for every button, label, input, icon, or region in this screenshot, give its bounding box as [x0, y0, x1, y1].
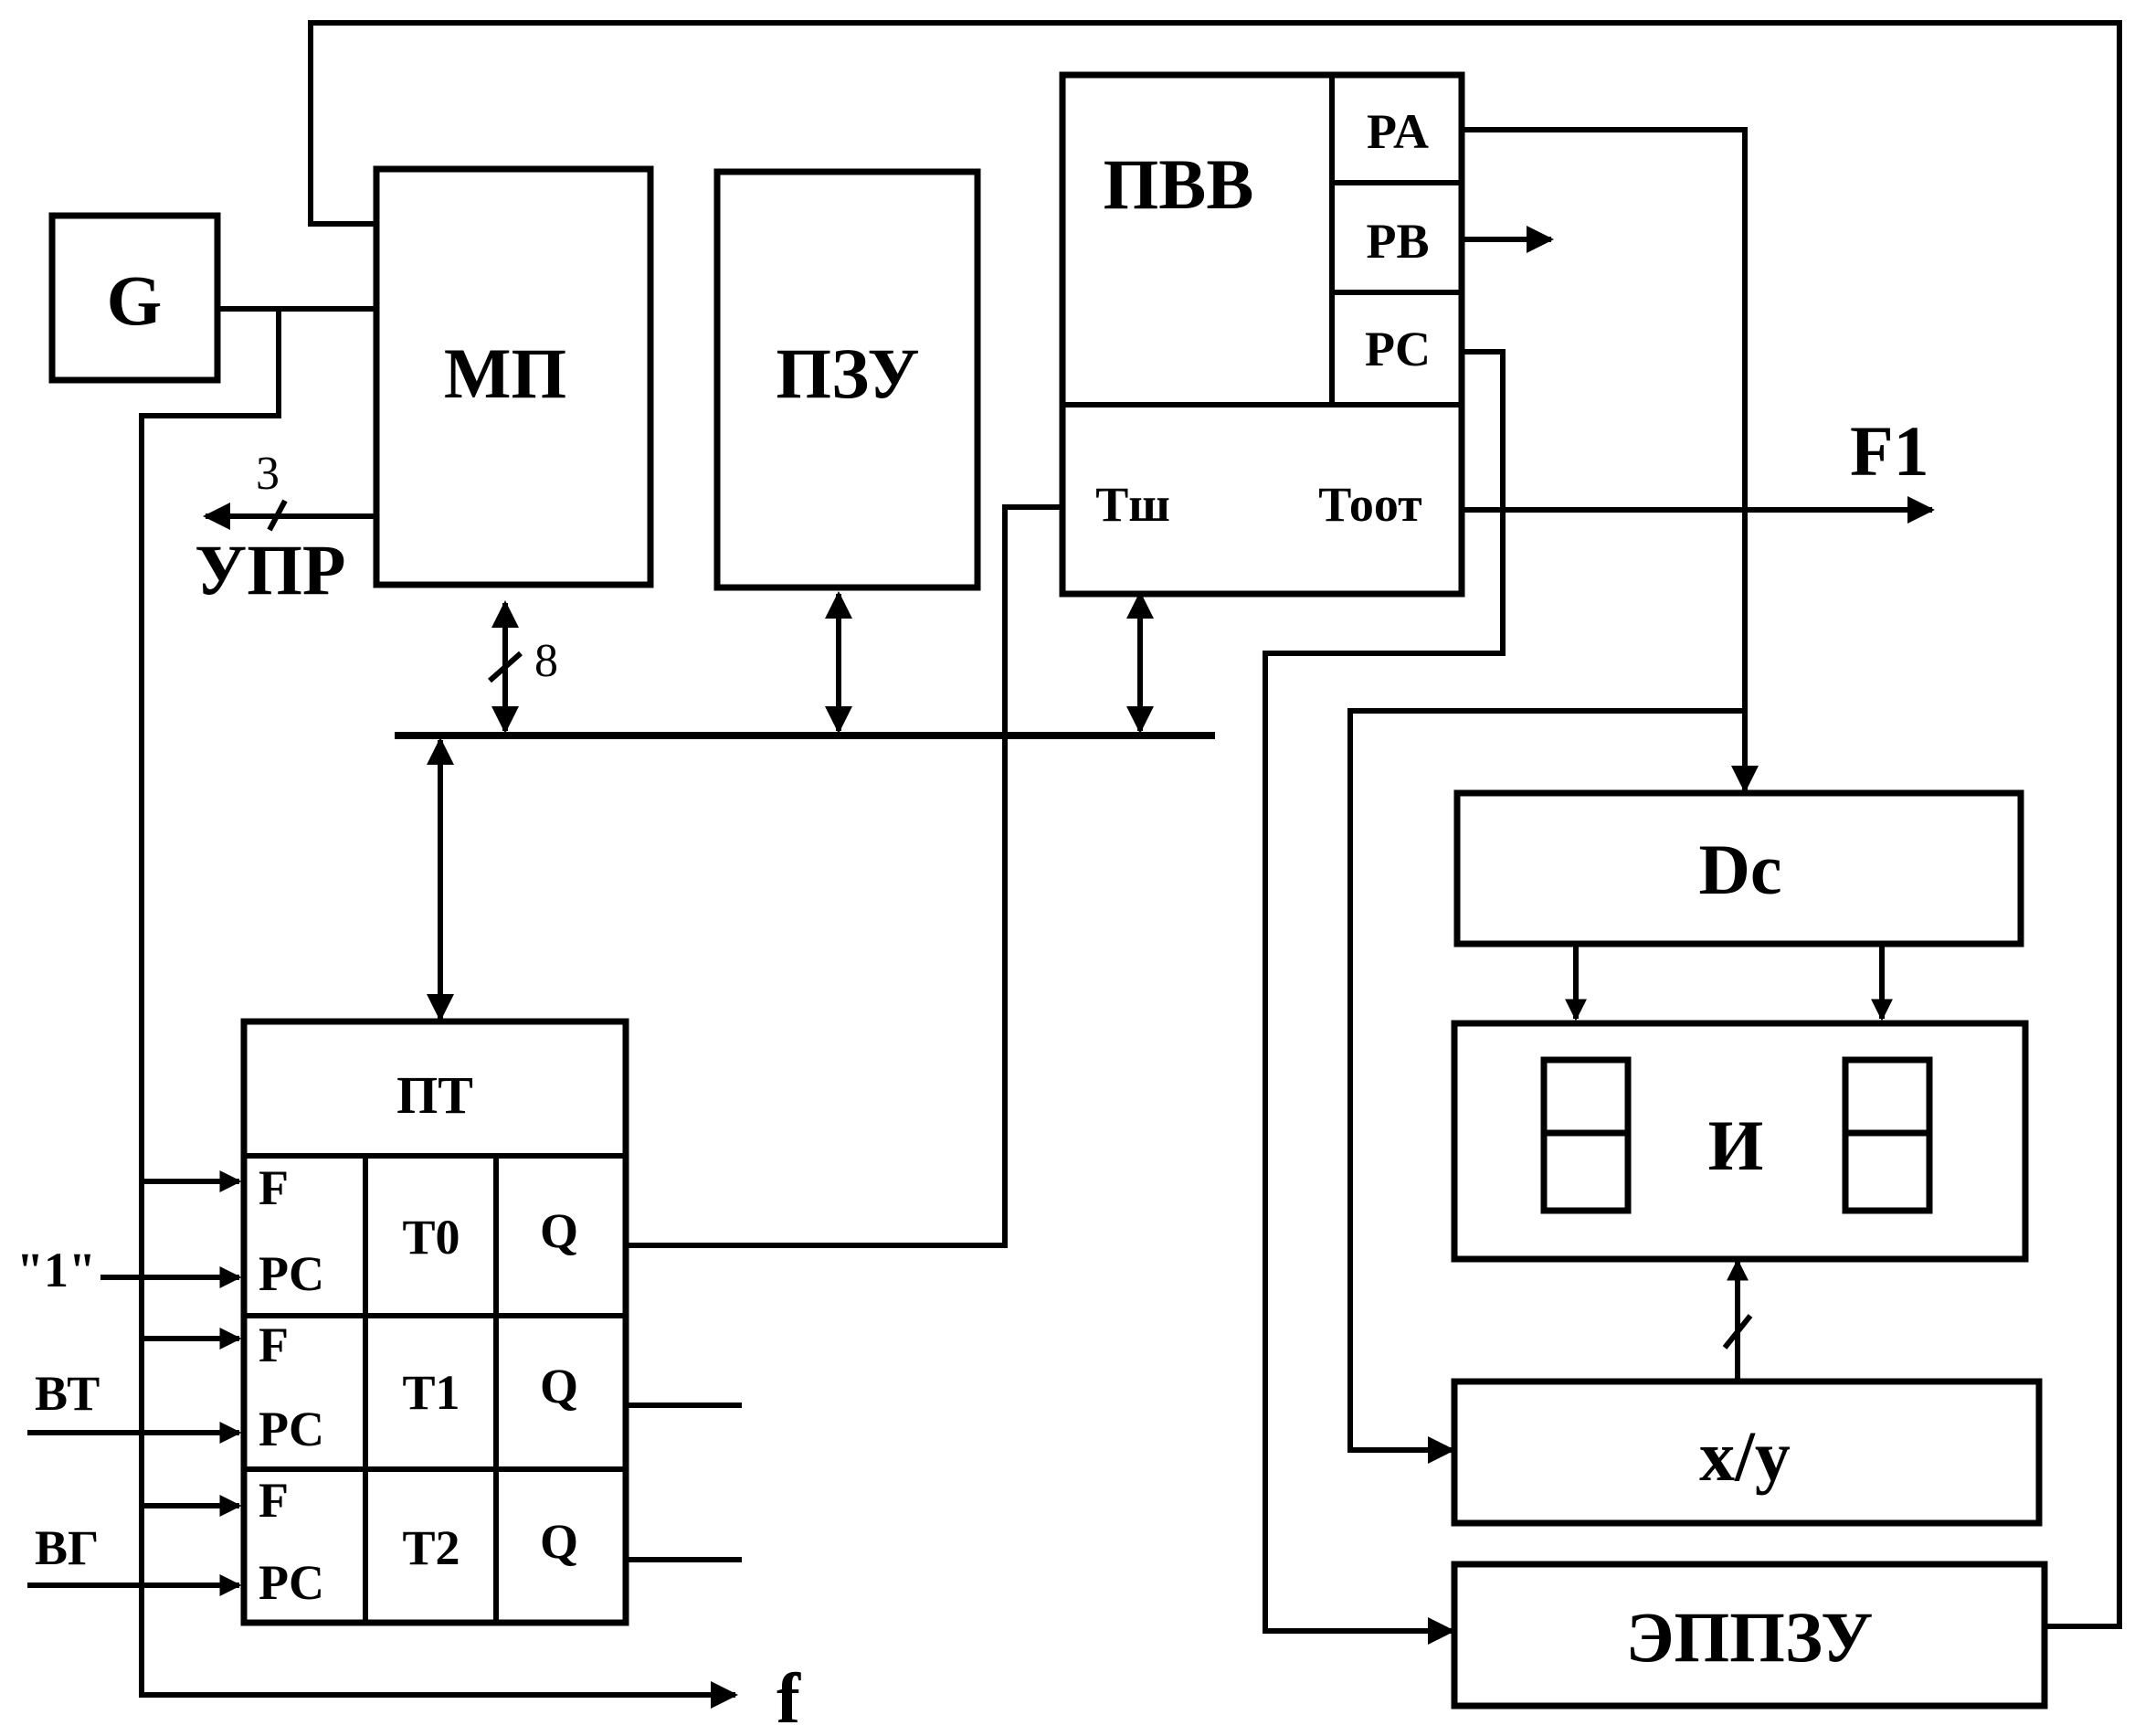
microprocessor-label: МП [444, 333, 566, 413]
t0-q-label: Q [540, 1203, 578, 1258]
decoder-block: Dc [1453, 789, 2024, 947]
io-controller-block: ПВВ PA PB PC Тш Тоот [1059, 71, 1465, 598]
xy-indicator-width-tick [1722, 1314, 1753, 1350]
t0-q-to-tsh-wire [626, 504, 1060, 1248]
pc-to-eppzu-wire [1263, 349, 1506, 1645]
t1-pc-label: PC [259, 1402, 324, 1456]
eeprom-label: ЭППЗУ [1626, 1597, 1874, 1677]
decoder-label: Dc [1699, 830, 1782, 909]
input-one-label: "1" [16, 1243, 96, 1297]
clock-distribution-wire [139, 309, 738, 1709]
upr-label: УПР [195, 530, 346, 609]
upr-width-tick [267, 499, 288, 532]
rom-block: ПЗУ [713, 168, 981, 591]
generator-label: G [107, 260, 163, 340]
rom-label: ПЗУ [776, 333, 919, 413]
f-output-label: f [777, 1658, 801, 1736]
indicator-block: И [1451, 1020, 2029, 1263]
port-b-label: PB [1366, 214, 1429, 269]
t0-pc-label: PC [259, 1246, 324, 1301]
bus-width-label: 8 [534, 635, 558, 687]
t2-q-label: Q [540, 1514, 578, 1569]
port-a-label: PA [1367, 104, 1429, 159]
eeprom-block: ЭППЗУ [1451, 1561, 2048, 1710]
f1-label: F1 [1850, 411, 1929, 491]
pa-to-xy-wire [1347, 708, 1745, 1464]
mp-bus-width-tick [488, 651, 523, 683]
upr-width-label: 3 [256, 448, 280, 500]
t2-f-label: F [259, 1473, 289, 1528]
timer-block: ПТ F PC Т0 Q F PC Т1 Q F PC Т2 Q [240, 1018, 629, 1626]
port-c-label: PC [1365, 322, 1431, 376]
input-vt-label: ВТ [35, 1366, 100, 1421]
t0-f-label: F [259, 1160, 289, 1215]
t1-f-label: F [259, 1318, 289, 1372]
seven-segment-digit-right [1842, 1056, 1933, 1214]
io-controller-label: ПВВ [1104, 144, 1254, 224]
t2-label: Т2 [402, 1520, 460, 1575]
t1-q-label: Q [540, 1359, 578, 1413]
t0-label: Т0 [402, 1210, 460, 1265]
indicator-label: И [1708, 1106, 1764, 1185]
microprocessor-block: МП [373, 165, 654, 588]
eppzu-to-mp-feedback-wire [308, 20, 2122, 1629]
seven-segment-digit-left [1540, 1056, 1632, 1214]
tsh-label: Тш [1095, 477, 1170, 532]
pa-to-dc-wire [1462, 127, 1759, 793]
t2-pc-label: PC [259, 1555, 324, 1610]
input-vg-label: ВГ [35, 1520, 99, 1575]
generator-block: G [48, 212, 221, 384]
t1-label: Т1 [402, 1365, 460, 1420]
toot-label: Тоот [1318, 477, 1421, 532]
timer-label: ПТ [396, 1065, 473, 1125]
xy-label: x/y [1699, 1416, 1791, 1496]
wires [27, 20, 2122, 1709]
xy-block: x/y [1451, 1378, 2043, 1527]
